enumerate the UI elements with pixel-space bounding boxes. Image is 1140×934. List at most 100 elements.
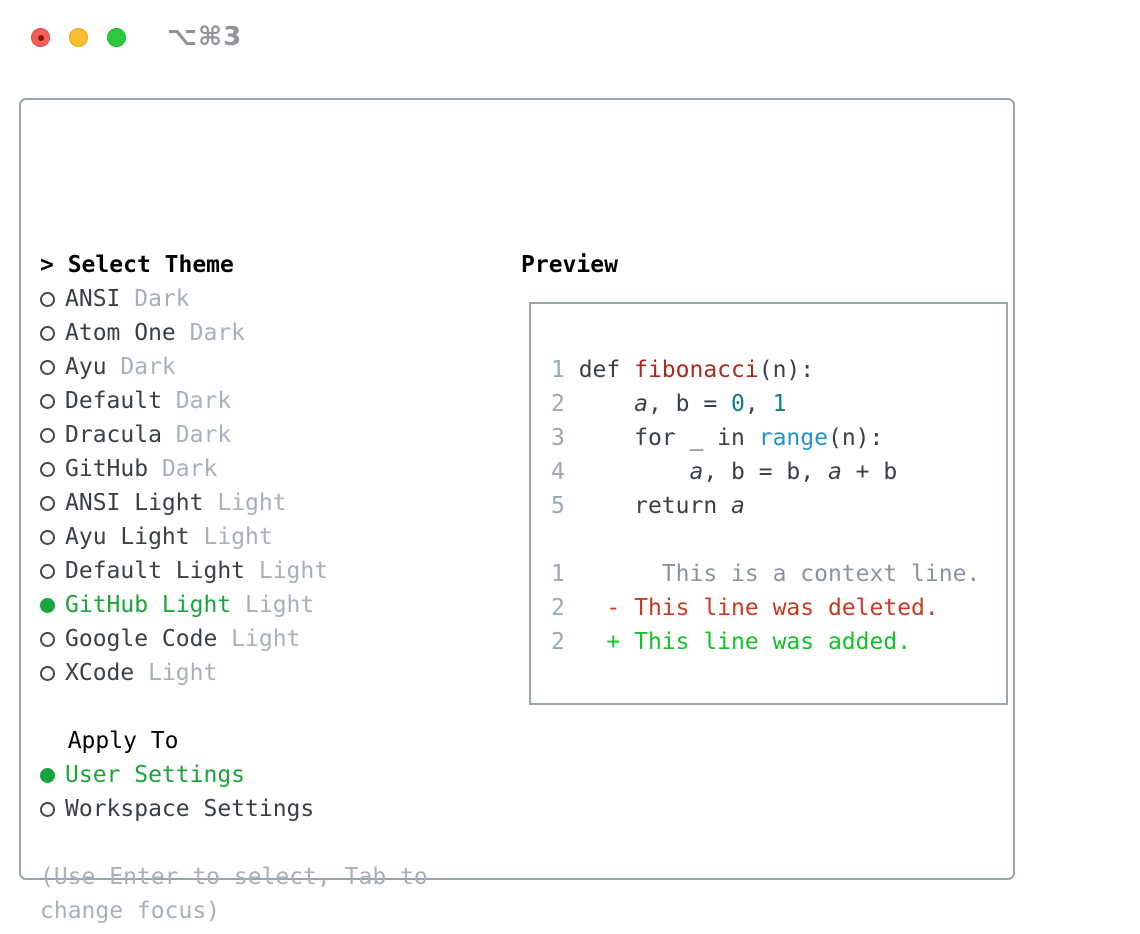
theme-option-github-dark[interactable]: GitHub Dark (40, 452, 217, 486)
line-number: 1 (551, 357, 579, 383)
theme-name-label: Ayu (65, 354, 107, 380)
theme-option-ansi-dark[interactable]: ANSI Dark (40, 282, 190, 316)
radio-icon (40, 325, 55, 341)
theme-variant-label: Dark (134, 286, 190, 312)
diff-added-line: 2 + This line was added. (551, 625, 980, 659)
theme-variant-label: Dark (120, 354, 176, 380)
theme-name-label: ANSI Light (65, 490, 204, 516)
code-token (579, 459, 690, 485)
preview-title-label: Preview (521, 252, 618, 278)
theme-option-default-dark[interactable]: Default Dark (40, 384, 231, 418)
maximize-button[interactable] (107, 28, 126, 47)
theme-name-label: ANSI (65, 286, 121, 312)
code-token: (n): (758, 357, 815, 383)
radio-icon (40, 665, 55, 681)
radio-icon (40, 393, 55, 409)
code-token: , b = (647, 391, 732, 417)
theme-name-label: Google Code (65, 626, 218, 652)
theme-list-header: >Select Theme (40, 248, 234, 282)
theme-name-label: GitHub (65, 456, 149, 482)
theme-variant-label: Dark (161, 456, 218, 482)
theme-option-github-light[interactable]: GitHub Light Light (40, 588, 314, 622)
diff-context-line: 1 This is a context line. (551, 557, 980, 591)
apply-to-header-label: Apply To (67, 728, 179, 754)
code-token: def (578, 357, 635, 383)
line-number: 2 (551, 629, 579, 655)
radio-icon (40, 495, 55, 511)
radio-icon (40, 359, 55, 375)
diff-deleted-text: - This line was deleted. (578, 595, 939, 621)
line-number: 1 (551, 561, 579, 587)
apply-to-option-label: User Settings (65, 762, 246, 788)
theme-name-label: Ayu Light (65, 524, 190, 550)
close-button[interactable] (31, 28, 50, 47)
minimize-button[interactable] (69, 28, 88, 47)
code-token-variable: a (731, 493, 745, 519)
theme-variant-label: Light (245, 592, 315, 618)
code-token-variable: a (634, 391, 648, 417)
line-number: 4 (551, 459, 579, 485)
code-token-number: 0 (731, 391, 745, 417)
radio-icon (40, 291, 55, 307)
code-line: 4 a, b = b, a + b (551, 455, 980, 489)
theme-name-label: XCode (65, 660, 135, 686)
theme-name-label: Dracula (65, 422, 162, 448)
code-token: , b = b, (703, 459, 828, 485)
theme-name-label: Default Light (65, 558, 246, 584)
code-token-number: 1 (772, 391, 787, 417)
preview-box (529, 302, 1008, 705)
help-text-line-2: change focus) (40, 898, 221, 924)
radio-icon-selected (40, 597, 55, 613)
radio-icon (40, 529, 55, 545)
line-number: 3 (551, 425, 579, 451)
theme-option-atom-one-dark[interactable]: Atom One Dark (40, 316, 245, 350)
window-shortcut-label: ⌥⌘3 (167, 22, 243, 52)
theme-name-label: Atom One (65, 320, 176, 346)
preview-title: Preview (521, 248, 618, 282)
theme-variant-label: Light (148, 660, 218, 686)
diff-deleted-line: 2 - This line was deleted. (551, 591, 980, 625)
code-token (579, 391, 634, 417)
code-line: 2 a, b = 0, 1 (551, 387, 980, 421)
line-number: 5 (551, 493, 579, 519)
theme-variant-label: Light (258, 558, 329, 584)
help-text-line-1: (Use Enter to select, Tab to (40, 864, 428, 890)
code-line-blank (551, 523, 980, 557)
theme-variant-label: Light (203, 524, 273, 550)
radio-icon (40, 631, 55, 647)
radio-icon (40, 801, 55, 817)
code-token: for _ in (578, 425, 759, 451)
radio-icon (40, 427, 55, 443)
theme-variant-label: Dark (175, 388, 232, 414)
line-number: 2 (551, 595, 579, 621)
apply-to-header: Apply To (40, 724, 179, 758)
radio-icon-selected (40, 767, 55, 783)
code-token-variable: a (827, 459, 842, 485)
theme-option-default-light[interactable]: Default Light Light (40, 554, 328, 588)
theme-option-xcode-light[interactable]: XCode Light (40, 656, 217, 690)
selection-caret: > (40, 252, 54, 278)
apply-to-option-user-settings[interactable]: User Settings (40, 758, 245, 792)
radio-icon (40, 563, 55, 579)
theme-option-google-code-light[interactable]: Google Code Light (40, 622, 300, 656)
code-token: + b (841, 459, 898, 485)
apply-to-option-workspace-settings[interactable]: Workspace Settings (40, 792, 314, 826)
theme-name-label: GitHub Light (65, 592, 232, 618)
code-token: , (744, 391, 773, 417)
code-line: 1 def fibonacci(n): (551, 353, 980, 387)
theme-option-ayu-dark[interactable]: Ayu Dark (40, 350, 176, 384)
theme-name-label: Default (65, 388, 162, 414)
theme-variant-label: Dark (189, 320, 246, 346)
apply-to-option-label: Workspace Settings (65, 796, 315, 822)
line-number: 2 (551, 391, 579, 417)
titlebar: ⌥⌘3 (0, 0, 1140, 76)
code-token: (n): (827, 425, 884, 451)
code-line: 3 for _ in range(n): (551, 421, 980, 455)
theme-variant-label: Light (231, 626, 301, 652)
theme-option-ayu-light[interactable]: Ayu Light Light (40, 520, 273, 554)
code-line: 5 return a (551, 489, 980, 523)
